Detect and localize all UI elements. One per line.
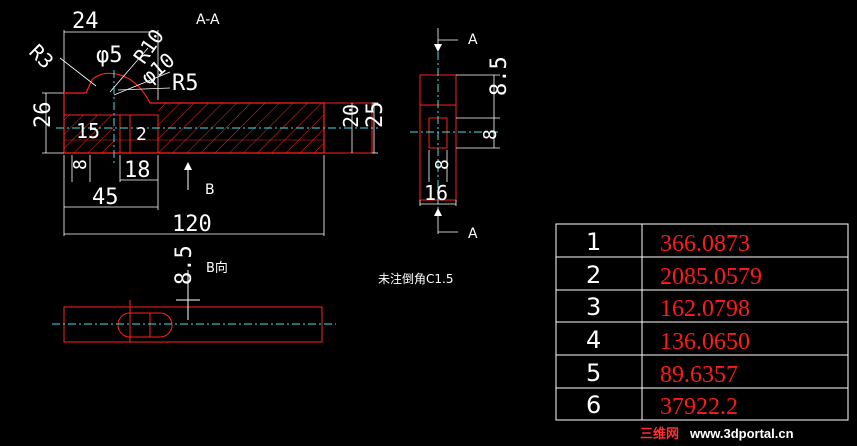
table-index-4: 4 — [586, 326, 601, 354]
chamfer-note: 未注倒角C1.5 — [378, 271, 453, 286]
table-value-4: 136.0650 — [660, 329, 750, 355]
dim-26: 26 — [31, 102, 56, 129]
dim-phi5: φ5 — [96, 43, 123, 68]
side-arrow-bottom — [434, 208, 442, 216]
table-value-3: 162.0798 — [660, 296, 750, 322]
section-a-a-view — [42, 30, 378, 236]
dim-8-side: 8 — [480, 129, 501, 140]
arrow-b-head — [184, 162, 192, 170]
table-index-6: 6 — [586, 391, 601, 419]
table-value-2: 2085.0579 — [660, 264, 762, 290]
section-leaders — [42, 30, 378, 236]
b-view-slot — [117, 312, 173, 338]
dim-45: 45 — [92, 185, 119, 210]
table-value-1: 366.0873 — [660, 231, 750, 257]
table-value-6: 37922.2 — [660, 394, 738, 420]
dim-25: 25 — [363, 102, 388, 129]
dim-18: 18 — [124, 158, 151, 183]
section-mark-top: A — [468, 32, 478, 48]
b-view-title: B向 — [206, 260, 228, 276]
watermark-prefix: 三维网 — [640, 426, 679, 441]
dim-r3: R3 — [24, 39, 58, 73]
section-mark-bottom: A — [468, 226, 478, 242]
section-body-outline — [63, 72, 325, 154]
table-index-2: 2 — [586, 261, 601, 289]
dim-2: 2 — [136, 124, 147, 145]
section-title: A-A — [196, 12, 220, 28]
table-index-3: 3 — [586, 293, 601, 321]
section-bore — [119, 114, 159, 154]
dim-r5: R5 — [172, 71, 199, 96]
watermark-url: www.3dportal.cn — [689, 426, 794, 441]
table-index-1: 1 — [586, 228, 601, 256]
value-table — [555, 223, 849, 421]
dim-15: 15 — [76, 119, 100, 143]
dim-8-side-bottom: 8 — [432, 159, 453, 170]
dim-16: 16 — [424, 181, 448, 205]
side-view — [410, 28, 500, 234]
dim-8-left: 8 — [70, 159, 91, 170]
table-index-5: 5 — [586, 359, 601, 387]
side-arrow-top — [434, 44, 442, 52]
dim-24: 24 — [72, 9, 99, 34]
arrow-b-label: B — [205, 182, 215, 198]
dim-8-5-bottom: 8.5 — [172, 245, 197, 285]
table-value-5: 89.6357 — [660, 362, 738, 388]
dim-8-5-side: 8.5 — [487, 56, 512, 96]
dim-120: 120 — [172, 212, 212, 237]
b-view — [52, 270, 336, 343]
section-hatch-left — [64, 115, 114, 153]
dim-20: 20 — [339, 104, 363, 128]
